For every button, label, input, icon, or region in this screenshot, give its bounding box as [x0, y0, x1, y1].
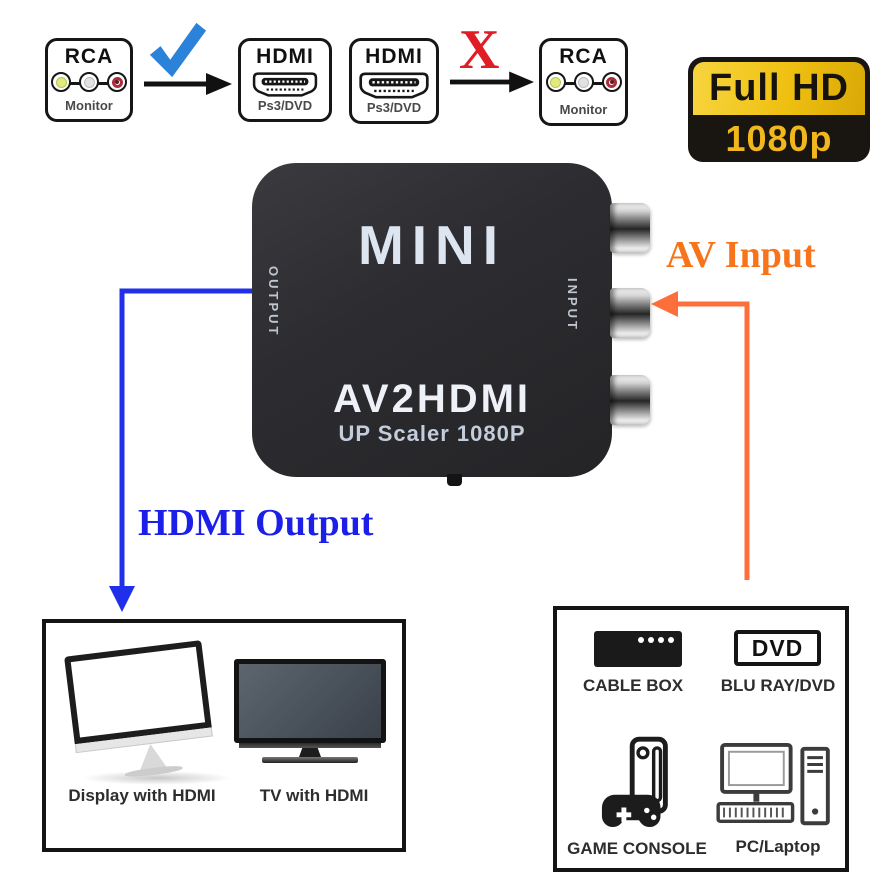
cable-box-icon: [594, 631, 682, 667]
rca-jack-icon: [610, 375, 650, 425]
display-with-hdmi-icon: [64, 640, 232, 787]
input-side-label: INPUT: [565, 278, 580, 332]
game-console-label: GAME CONSOLE: [567, 839, 707, 858]
display-label: Display with HDMI: [68, 786, 216, 805]
arrow-down-icon: [109, 586, 135, 612]
tv-with-hdmi-icon: [234, 659, 386, 771]
device-tab: [447, 474, 462, 486]
rca-red-plug-icon: [107, 72, 127, 93]
rca-jack-icon: [610, 288, 650, 338]
rca-jack-icon: [610, 203, 650, 253]
hdmi-title: HDMI: [365, 45, 423, 68]
hdmi-subtitle: Ps3/DVD: [366, 100, 422, 115]
check-icon: [149, 22, 207, 78]
bluray-dvd-label: BLU RAY/DVD: [720, 676, 836, 695]
rca-yellow-plug-icon: [545, 72, 566, 93]
hdmi-title: HDMI: [256, 45, 314, 68]
rca-target-box: RCA Monitor: [539, 38, 628, 126]
rca-subtitle: Monitor: [65, 98, 113, 113]
av-input-label: AV Input: [666, 234, 816, 276]
av-sources-box: DVD CABLE BOX BLU RAY/DVD GAME CONSOLE P…: [553, 606, 849, 872]
rca-connectors-icon: [545, 71, 623, 95]
hdmi-subtitle: Ps3/DVD: [257, 98, 313, 113]
pc-laptop-label: PC/Laptop: [735, 837, 821, 856]
device-subtitle: UP Scaler 1080P: [338, 421, 526, 446]
hdmi-devices-box: Display with HDMI TV with HDMI: [42, 619, 406, 852]
rca-red-plug-icon: [601, 72, 622, 93]
device-model-name: AV2HDMI: [332, 377, 532, 421]
arrow-right-icon: [144, 73, 232, 95]
pc-laptop-icon: [716, 742, 830, 826]
arrow-right-icon: [450, 71, 534, 93]
x-mark-icon: X: [459, 19, 500, 81]
hdmi-source-box: HDMI Ps3/DVD: [349, 38, 439, 124]
game-console-icon: [601, 736, 668, 828]
output-side-label: OUTPUT: [266, 266, 281, 338]
rca-title: RCA: [64, 45, 114, 68]
av2hdmi-converter-device: MINI OUTPUT INPUT AV2HDMI UP Scaler 1080…: [252, 163, 650, 486]
rca-source-box: RCA Monitor: [45, 38, 133, 122]
av-input-route-line: [676, 301, 750, 580]
rca-yellow-plug-icon: [51, 72, 71, 93]
rca-white-plug-icon: [573, 72, 594, 93]
arrow-left-icon: [651, 291, 678, 317]
hdmi-target-box: HDMI Ps3/DVD: [238, 38, 332, 122]
rca-subtitle: Monitor: [559, 102, 608, 117]
rca-white-plug-icon: [79, 72, 99, 93]
hdmi-connector-icon: [359, 72, 429, 99]
full-hd-badge: Full HD 1080p: [688, 57, 870, 162]
hdmi-output-label: HDMI Output: [138, 502, 374, 544]
1080p-text: 1080p: [725, 117, 833, 159]
dvd-logo-icon: DVD: [734, 630, 821, 666]
mini-logo: MINI: [357, 214, 507, 276]
rca-connectors-icon: [50, 71, 128, 95]
full-hd-text: Full HD: [709, 67, 849, 109]
hdmi-connector-icon: [252, 72, 318, 97]
cable-box-label: CABLE BOX: [582, 676, 684, 695]
rca-title: RCA: [559, 45, 608, 68]
tv-label: TV with HDMI: [259, 786, 369, 805]
